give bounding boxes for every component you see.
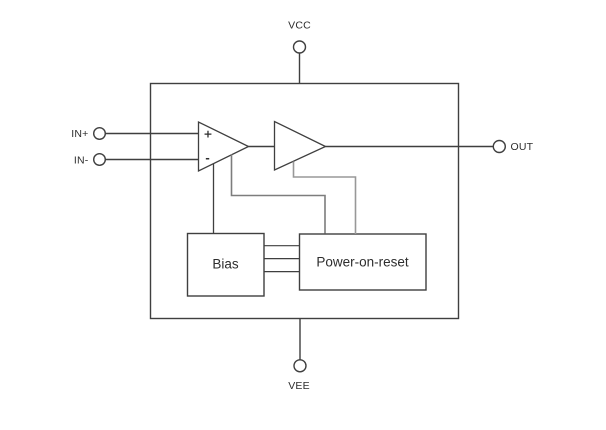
in-minus-pin-circle (92, 152, 106, 166)
power-on-reset-label: Power-on-reset (316, 255, 409, 270)
opamp-plus-input-sign: + (203, 128, 212, 141)
stage1-to-por-wire (230, 154, 326, 234)
vcc-pin-circle (292, 40, 307, 54)
bias-block (186, 232, 265, 297)
vcc-label: VCC (288, 20, 311, 32)
in-plus-pin-circle (92, 126, 106, 140)
vee-label: VEE (288, 380, 310, 392)
out-pin-circle (492, 139, 506, 154)
bias-label: Bias (212, 257, 239, 272)
stage2-to-por-wire (292, 161, 357, 234)
primary-linework (92, 40, 506, 373)
power-on-reset-block (298, 233, 427, 291)
in-plus-label: IN+ (71, 128, 88, 140)
opamp-stage2-triangle (273, 120, 328, 172)
opamp-minus-input-sign: - (205, 152, 210, 165)
vee-pin-circle (293, 359, 307, 373)
opamp-stage1-triangle (197, 120, 250, 173)
ic-boundary-box (149, 82, 460, 320)
labels: VCC VEE IN+ IN- OUT + - Bias Power-on-re… (71, 20, 533, 393)
in-minus-label: IN- (74, 155, 89, 167)
out-label: OUT (511, 141, 534, 153)
